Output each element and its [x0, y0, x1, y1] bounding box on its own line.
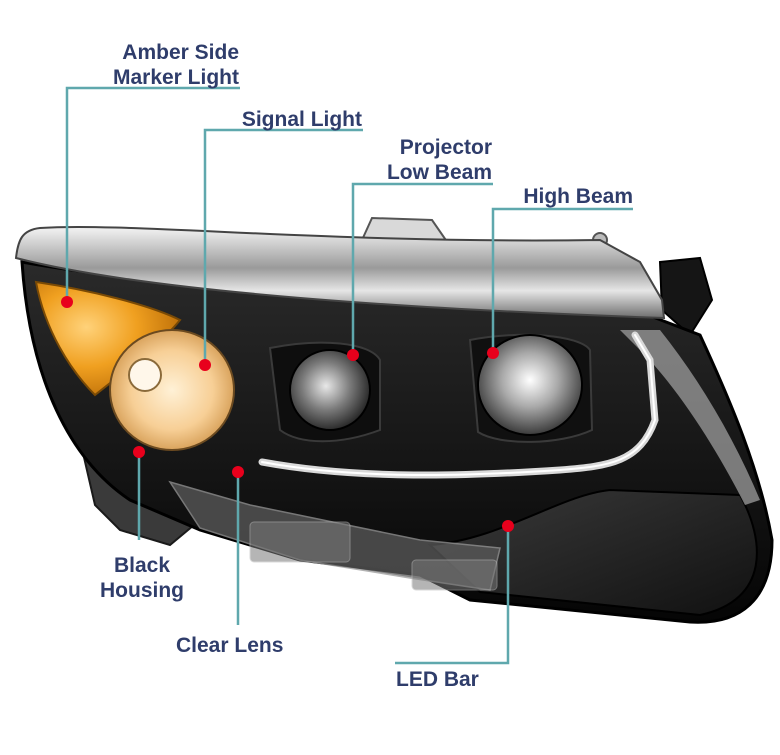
high-beam-reflector	[477, 334, 583, 436]
dot-high-beam	[487, 347, 499, 359]
dot-led-bar	[502, 520, 514, 532]
leader-lines	[65, 86, 633, 665]
leader-line-signal	[203, 128, 363, 365]
leader-line-projector	[351, 182, 493, 355]
label-line: Marker Light	[112, 66, 239, 89]
leader-line-led	[395, 526, 510, 665]
label-line: Clear Lens	[176, 634, 284, 657]
signal-bulb	[128, 358, 162, 392]
label-line: Housing	[100, 579, 184, 602]
label-signal-light: Signal Light	[242, 107, 362, 132]
label-high-beam: High Beam	[523, 184, 633, 209]
clear-lens-tab-2	[411, 559, 498, 591]
side-lens-edge	[620, 330, 760, 505]
label-led-bar: LED Bar	[396, 667, 479, 692]
clear-lens-tab-1	[249, 521, 351, 563]
dot-signal-light	[199, 359, 211, 371]
projector-lens	[289, 349, 371, 431]
label-black-housing: Black Housing	[92, 553, 192, 603]
label-line: Black	[113, 554, 171, 577]
label-clear-lens: Clear Lens	[176, 633, 283, 658]
dot-amber-side-marker	[61, 296, 73, 308]
dot-projector-low-beam	[347, 349, 359, 361]
dot-black-housing	[133, 446, 145, 458]
leader-line-amber	[65, 86, 240, 302]
chrome-trim	[14, 225, 666, 320]
label-line: High Beam	[523, 185, 633, 208]
label-line: Low Beam	[386, 161, 492, 184]
label-line: Signal Light	[241, 108, 362, 131]
label-line: LED Bar	[396, 668, 479, 691]
label-line: Amber Side	[122, 41, 239, 64]
label-line: Projector	[399, 136, 492, 159]
leader-line-high-beam	[491, 207, 633, 353]
signal-bowl	[109, 329, 235, 451]
marker-dots	[61, 296, 514, 532]
label-amber-side-marker-light: Amber Side Marker Light	[113, 40, 239, 90]
dot-clear-lens	[232, 466, 244, 478]
label-projector-low-beam: Projector Low Beam	[387, 135, 492, 185]
led-light-bar-glow	[261, 334, 657, 477]
